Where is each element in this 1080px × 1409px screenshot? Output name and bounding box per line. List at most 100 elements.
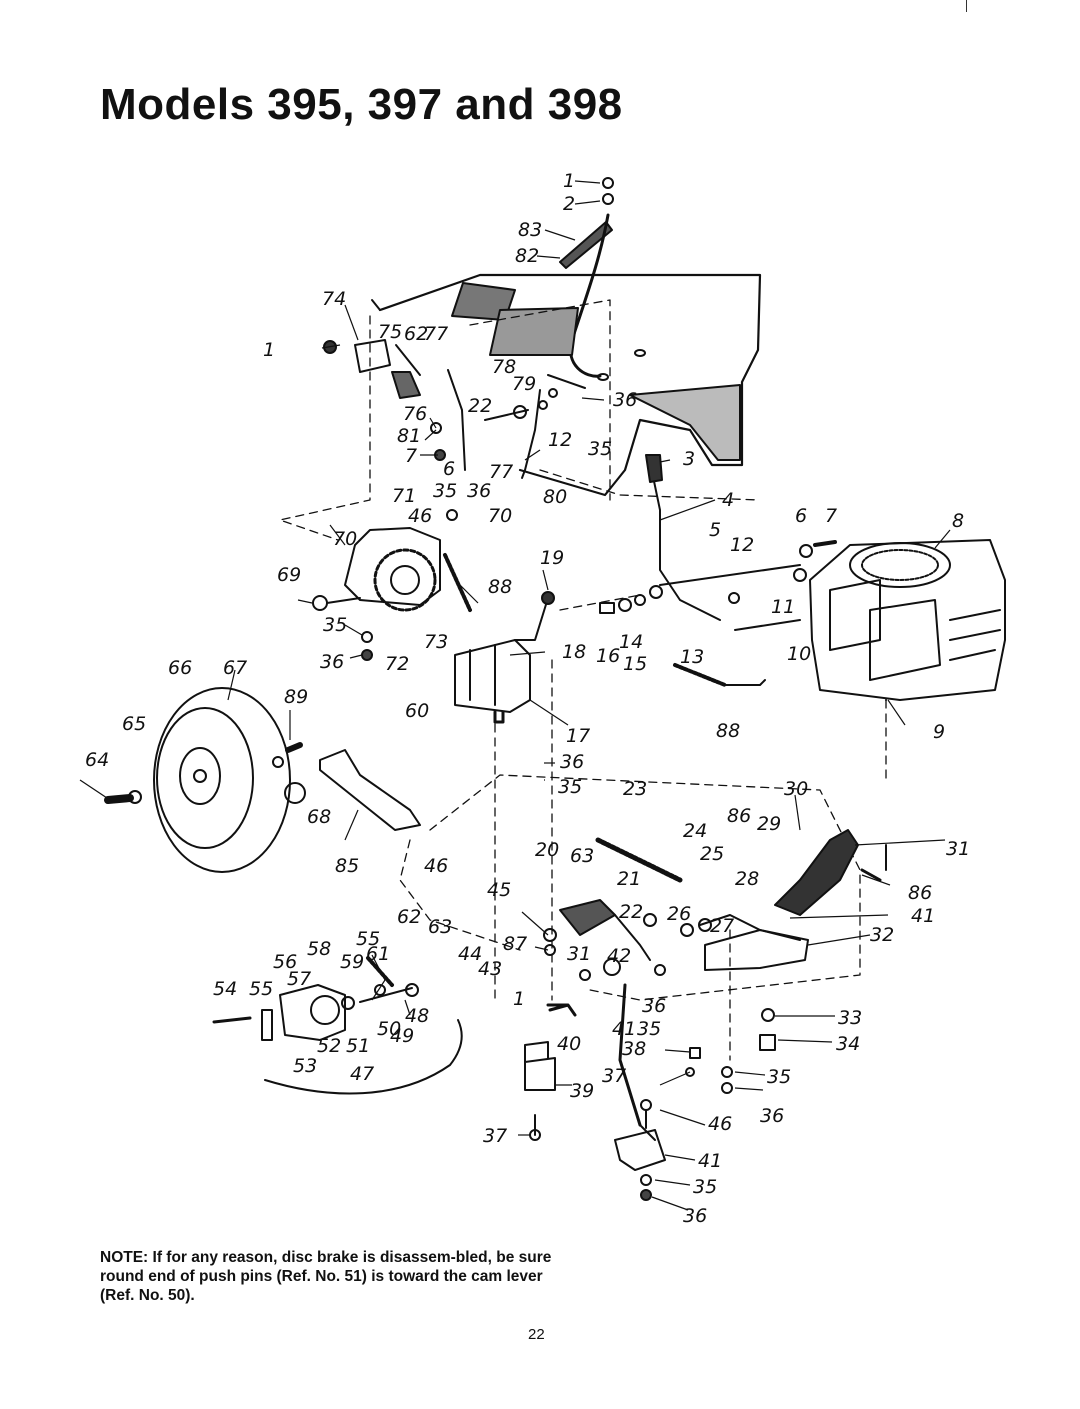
part-callout-70: 70 [488,505,512,527]
axle-bar [319,749,421,831]
washer-part [602,193,614,205]
part-callout-46: 46 [708,1113,732,1135]
part-callout-5: 5 [709,519,721,541]
part-callout-64: 64 [85,749,109,771]
part-callout-81: 81 [397,425,421,447]
part-callout-76: 76 [403,403,427,425]
part-callout-80: 80 [543,486,567,508]
part-callout-83: 83 [518,219,542,241]
part-callout-35: 35 [558,776,582,798]
part-callout-8: 8 [952,510,964,532]
part-callout-37: 37 [602,1065,626,1087]
part-callout-12: 12 [548,429,572,451]
part-callout-35: 35 [637,1018,661,1040]
part-callout-59: 59 [340,951,364,973]
part-callout-55: 55 [249,978,273,1000]
link-part [484,409,529,421]
part-callout-6: 6 [795,505,807,527]
part-callout-18: 18 [562,641,586,663]
bracket-part [354,339,391,373]
part-callout-66: 66 [168,657,192,679]
spring-part [673,663,727,687]
wheel-part [153,687,291,873]
part-callout-7: 7 [825,505,837,527]
part-callout-87: 87 [503,933,527,955]
part-callout-36: 36 [560,751,584,773]
part-callout-36: 36 [320,651,344,673]
part-callout-69: 69 [277,564,301,586]
pedal-part [774,829,859,916]
part-callout-36: 36 [760,1105,784,1127]
part-callout-48: 48 [405,1005,429,1027]
part-callout-36: 36 [467,480,491,502]
lever-part [447,369,466,471]
part-callout-32: 32 [870,924,894,946]
part-callout-35: 35 [323,614,347,636]
part-callout-16: 16 [596,645,620,667]
shift-lever [649,461,721,621]
part-callout-7: 7 [405,445,417,467]
gearbox-part [454,639,531,713]
part-callout-2: 2 [563,193,575,215]
bracket-part [614,1129,666,1171]
part-callout-22: 22 [619,901,643,923]
panel-vent [629,384,741,461]
part-callout-6: 6 [443,458,455,480]
lever-part [521,389,541,479]
part-callout-54: 54 [213,978,237,1000]
part-callout-42: 42 [607,945,631,967]
page-edge-mark [966,0,967,12]
part-callout-73: 73 [424,631,448,653]
spring-part [395,344,421,376]
part-callout-72: 72 [385,653,409,675]
part-callout-31: 31 [567,943,591,965]
part-callout-58: 58 [307,938,331,960]
brake-plate [704,929,809,971]
spring-part [595,837,683,883]
part-callout-43: 43 [478,958,502,980]
part-callout-75: 75 [378,321,402,343]
part-callout-70: 70 [333,528,357,550]
nut-part [602,177,614,189]
part-callout-67: 67 [223,657,247,679]
disc-brake-note: NOTE: If for any reason, disc brake is d… [100,1249,552,1304]
rod-part [734,619,801,631]
part-callout-36: 36 [683,1205,707,1227]
part-callout-23: 23 [623,778,647,800]
part-callout-1: 1 [263,339,275,361]
part-callout-45: 45 [487,879,511,901]
bracket-part [559,221,613,269]
part-callout-13: 13 [680,646,704,668]
transmission-housing [344,527,441,606]
part-callout-51: 51 [346,1035,370,1057]
part-callout-56: 56 [273,951,297,973]
part-callout-25: 25 [700,843,724,865]
part-callout-52: 52 [317,1035,341,1057]
part-callout-38: 38 [622,1038,646,1060]
part-callout-78: 78 [492,356,516,378]
part-callout-14: 14 [619,631,643,653]
part-callout-9: 9 [933,721,945,743]
part-callout-12: 12 [730,534,754,556]
part-callout-4: 4 [722,489,734,511]
part-callout-82: 82 [515,245,539,267]
part-callout-77: 77 [424,323,448,345]
pedal-part [559,899,616,936]
part-callout-86: 86 [908,882,932,904]
part-callout-29: 29 [757,813,781,835]
part-callout-50: 50 [377,1018,401,1040]
part-callout-46: 46 [424,855,448,877]
part-callout-62: 62 [404,323,428,345]
part-callout-62: 62 [397,906,421,928]
part-callout-35: 35 [588,438,612,460]
part-callout-60: 60 [405,700,429,722]
part-callout-65: 65 [122,713,146,735]
bracket-part [524,1057,556,1091]
part-callout-71: 71 [392,485,416,507]
part-callout-86: 86 [727,805,751,827]
part-callout-35: 35 [767,1066,791,1088]
part-callout-24: 24 [683,820,707,842]
part-callout-41: 41 [612,1018,636,1040]
part-callout-34: 34 [836,1033,860,1055]
part-callout-49: 49 [390,1025,414,1047]
